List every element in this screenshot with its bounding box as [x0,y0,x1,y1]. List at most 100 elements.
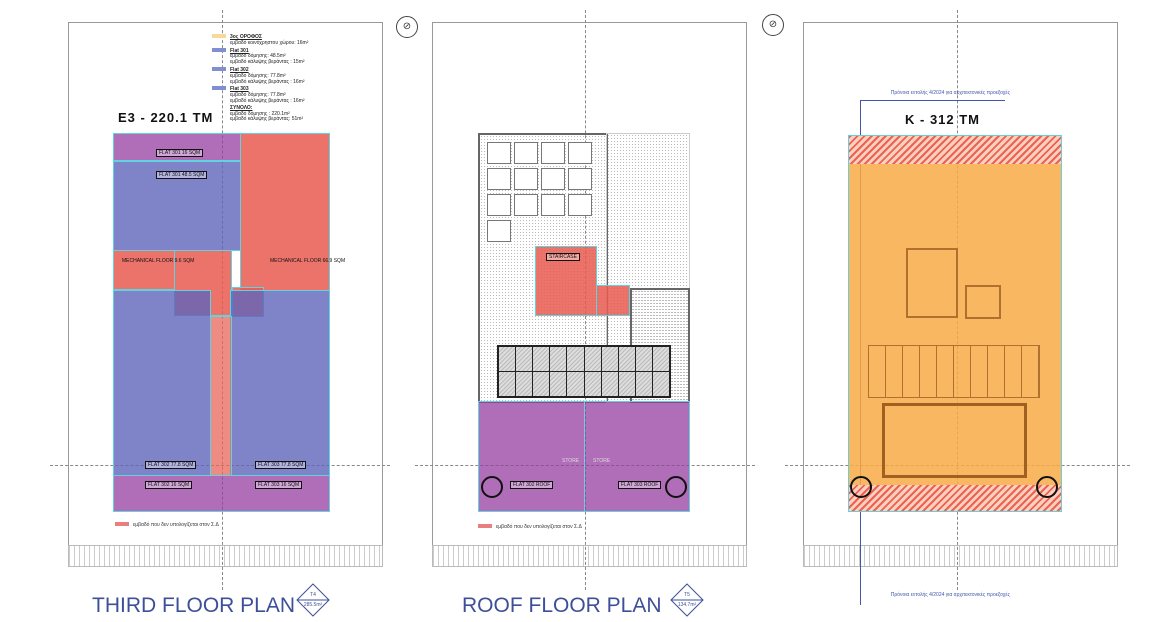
tag-area: 134.7m² [677,602,697,608]
room-label: FLAT 303 ROOF [618,481,662,489]
solar-collector [514,142,538,164]
site-sheet [803,22,1118,546]
pv-cell [516,372,533,396]
pv-cell [584,347,601,371]
pv-cell [652,347,669,371]
pv-cell [567,372,584,396]
north-arrow-icon: ⊘ [396,16,418,38]
solar-collector [541,142,565,164]
legend-line: εμβαδό κοινόχρηστου χώρου: 16m² [230,39,309,46]
store-label: STORE [593,458,611,464]
note-text: εμβαδό που δεν υπολογίζεται στον Σ.Δ [496,524,582,530]
store-label: STORE [562,458,580,464]
pv-cell [499,347,516,371]
legend-line: εμβαδό δόμησης: 77.8m² [230,92,286,99]
dimension-line [860,100,1005,101]
street-strip [803,545,1118,567]
legend-line: εμβαδό δόμησης : 220.1m² [230,110,290,117]
third-floor-sheet [68,22,383,546]
pv-cell [652,372,669,396]
pv-cell [516,347,533,371]
pv-cell [533,372,550,396]
legend-note: εμβαδό που δεν υπολογίζεται στον Σ.Δ [478,524,582,530]
solar-panel-array [497,345,671,398]
roof-sheet [432,22,747,546]
street-strip [68,545,383,567]
pv-cell [601,372,618,396]
area-tag: T4 285.5m² [296,583,330,617]
mechanical-floor-small[interactable] [113,250,175,290]
legend-line: εμβαδό δόμησης: 77.8m² [230,72,286,79]
diamond-icon [296,583,330,617]
site-note-bottom: Πρόνοια εντολής 4/2024 για αρχιτεκτονικέ… [890,592,1010,598]
note-text: εμβαδό που δεν υπολογίζεται στον Σ.Δ [133,522,219,528]
area-tag: T5 134.7m² [670,583,704,617]
legend-heading: ΣΥΝΟΛΟ: [230,104,253,111]
tag-id: T4 [310,592,316,598]
room-label: MECHANICAL FLOOR 9.6 SQM [122,258,195,264]
area-title: E3 - 220.1 TM [118,110,214,125]
solar-collector [568,168,592,190]
legend-swatch [212,66,226,71]
excluded-area-top [849,136,1061,164]
site-note-top: Πρόνοια εντολής 4/2024 για αρχιτεκτονικέ… [890,90,1010,96]
room-label: FLAT 301 48.5 SQM [156,171,208,179]
legend-heading: 3ος ΟΡΟΦΟΣ [230,34,262,40]
pv-cell [618,372,635,396]
lift[interactable] [596,285,630,316]
legend-swatch [212,86,226,91]
legend-heading: Flat 303 [230,86,249,93]
spiral-stair-icon [850,476,872,498]
plan-title: ROOF FLOOR PLAN [462,594,662,617]
staircase[interactable] [535,246,597,316]
solar-collector [541,194,565,216]
excluded-swatch [115,522,129,526]
legend-swatch [212,34,226,38]
solar-collector [514,168,538,190]
mechanical-floor-large[interactable] [240,133,330,291]
spiral-stair-icon [665,476,687,498]
tag-area: 285.5m² [303,602,323,608]
legend-line: εμβαδό κάλυψης βεράντας : 16m² [230,78,305,85]
flat-302[interactable] [113,290,211,476]
pv-cell [635,347,652,371]
solar-collector [487,194,511,216]
room-label: STAIRCASE [546,253,580,261]
solar-collector [541,168,565,190]
pv-cell [550,347,567,371]
pv-outline [868,345,1040,398]
pergola-outline [882,403,1027,478]
solar-collector [568,142,592,164]
area-title: K - 312 TM [905,112,981,127]
pv-cell [550,372,567,396]
plan-title: THIRD FLOOR PLAN [92,594,296,617]
tag-id: T5 [684,592,690,598]
north-arrow-icon: ⊘ [762,14,784,36]
legend-line: εμβαδό κάλυψης βεράντας: 51m² [230,116,304,123]
flat-303[interactable] [230,290,330,476]
solar-collector [487,168,511,190]
corridor[interactable] [210,316,232,476]
street-strip [432,545,747,567]
pv-cell [584,372,601,396]
legend-heading: Flat 302 [230,66,249,73]
room-label: FLAT 302 77.8 SQM [145,461,197,469]
pv-cell [499,372,516,396]
solar-collector [487,142,511,164]
lift-core [965,285,1001,319]
diamond-icon [670,583,704,617]
solar-collector [514,194,538,216]
room-label: FLAT 303 16 SQM [255,481,303,489]
pv-cell [635,372,652,396]
pv-cell [601,347,618,371]
solar-collector [487,220,511,242]
room-label: MECHANICAL FLOOR 66.9 SQM [270,258,346,264]
excluded-area-bottom [849,485,1061,511]
staircase[interactable] [174,250,232,316]
stair-core [906,248,958,318]
legend-note: εμβαδό που δεν υπολογίζεται στον Σ.Δ [115,522,219,528]
